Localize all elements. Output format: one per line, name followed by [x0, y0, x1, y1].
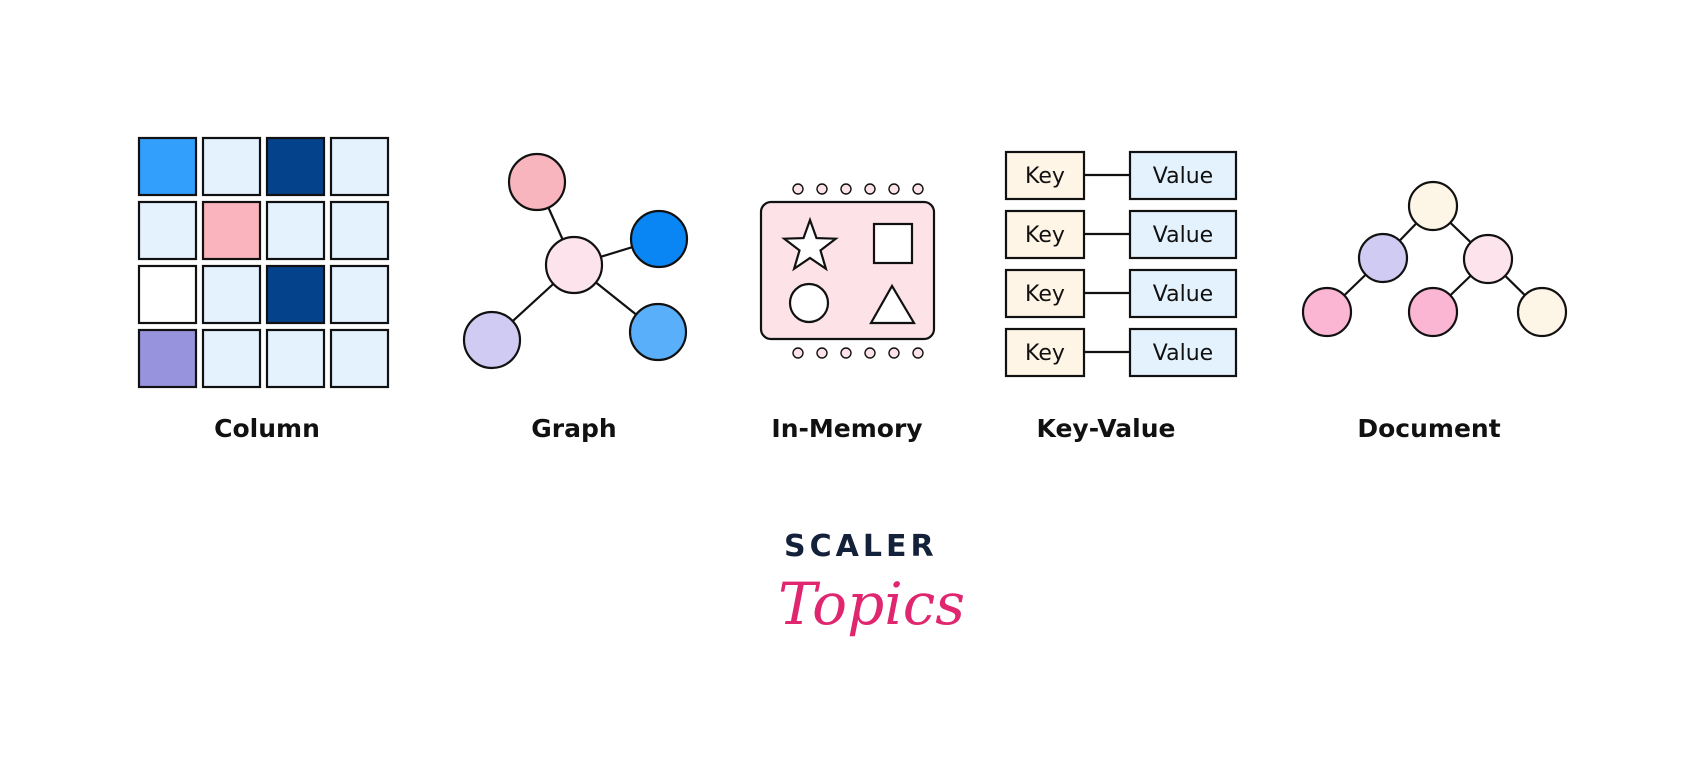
document-node [1357, 232, 1409, 284]
column-label: Column [214, 414, 320, 443]
key-box [1004, 268, 1086, 319]
column-cell [329, 200, 390, 261]
key-box [1004, 327, 1086, 378]
triangle-icon [869, 283, 916, 325]
document-node [1301, 286, 1353, 338]
memory-pin [888, 347, 900, 359]
column-cell [137, 136, 198, 197]
memory-pin [816, 347, 828, 359]
graph-node-center [544, 235, 604, 295]
key-box [1004, 150, 1086, 201]
graph-node [628, 302, 688, 362]
in-memory-label: In-Memory [771, 414, 923, 443]
memory-pin [912, 347, 924, 359]
key-text: Key [1025, 341, 1065, 366]
column-cell [265, 264, 326, 325]
circle-icon [788, 282, 830, 324]
column-cell [265, 200, 326, 261]
key-text: Key [1025, 164, 1065, 189]
memory-pin [888, 183, 900, 195]
column-cell [329, 328, 390, 389]
column-cell [201, 264, 262, 325]
square-icon [872, 222, 914, 265]
memory-pin [816, 183, 828, 195]
value-box [1128, 327, 1238, 378]
value-box [1128, 150, 1238, 201]
column-cell [201, 136, 262, 197]
column-cell [137, 328, 198, 389]
document-node [1462, 233, 1514, 285]
column-cell [265, 136, 326, 197]
memory-pin [864, 347, 876, 359]
value-box [1128, 209, 1238, 260]
star-icon [781, 216, 839, 272]
key-text: Key [1025, 223, 1065, 248]
key-box [1004, 209, 1086, 260]
logo-scaler: SCALER [784, 529, 938, 564]
key-value-label: Key-Value [1036, 414, 1176, 443]
graph-node [507, 152, 567, 212]
column-cell [137, 200, 198, 261]
column-cell [201, 200, 262, 261]
column-cell [201, 328, 262, 389]
graph-node [629, 209, 689, 269]
column-cell [329, 264, 390, 325]
value-text: Value [1153, 223, 1213, 248]
document-node [1407, 180, 1459, 232]
graph-label: Graph [531, 414, 617, 443]
document-node [1516, 286, 1568, 338]
document-node [1407, 286, 1459, 338]
column-cell [265, 328, 326, 389]
memory-pin [792, 183, 804, 195]
key-text: Key [1025, 282, 1065, 307]
graph-node [462, 310, 522, 370]
memory-pin [864, 183, 876, 195]
value-text: Value [1153, 282, 1213, 307]
value-text: Value [1153, 164, 1213, 189]
memory-pin [840, 347, 852, 359]
value-text: Value [1153, 341, 1213, 366]
column-cell [329, 136, 390, 197]
document-label: Document [1357, 414, 1501, 443]
memory-pin [840, 183, 852, 195]
logo-topics: Topics [778, 570, 966, 638]
memory-pin [912, 183, 924, 195]
column-cell [137, 264, 198, 325]
memory-pin [792, 347, 804, 359]
value-box [1128, 268, 1238, 319]
